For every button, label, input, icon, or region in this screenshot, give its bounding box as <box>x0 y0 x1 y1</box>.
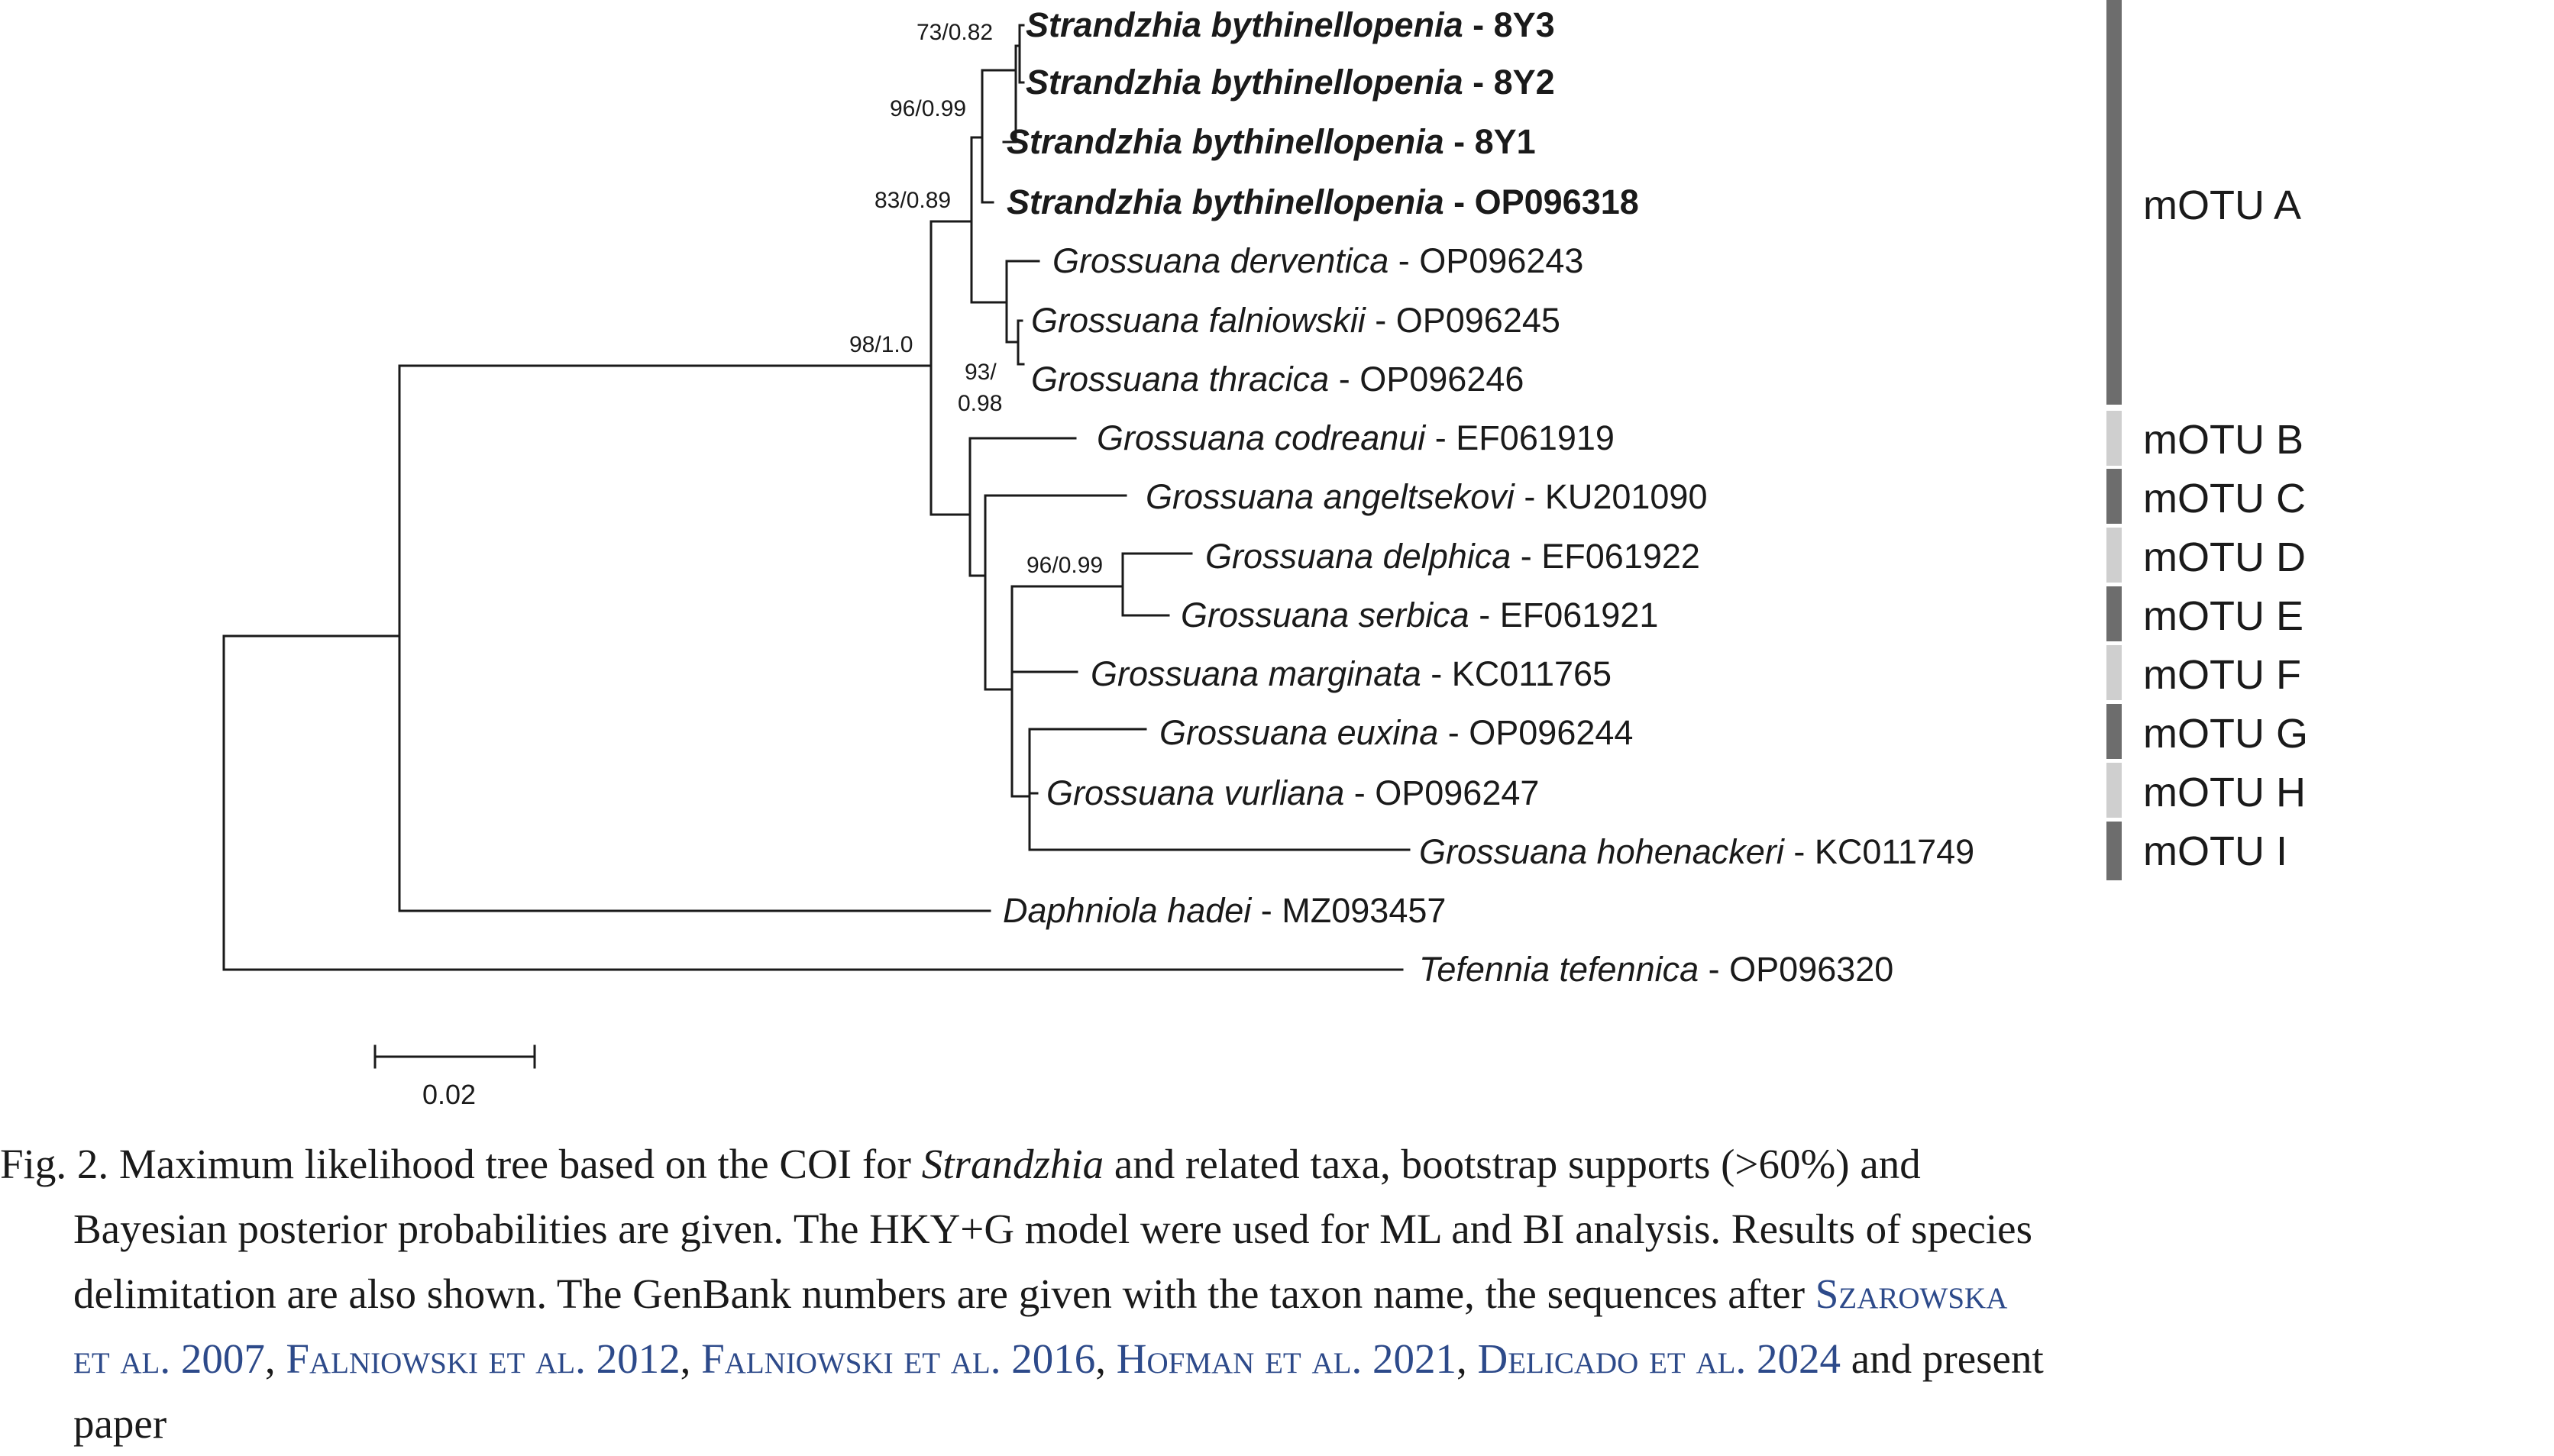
support-label: 83/0.89 <box>875 188 951 213</box>
tree-branches <box>222 24 1411 971</box>
motu-label: mOTU B <box>2143 417 2303 463</box>
caption-text: delimitation are also shown. The GenBank… <box>73 1270 1815 1317</box>
taxon-label: Grossuana derventica - OP096243 <box>1052 241 1583 280</box>
support-label: 93/ <box>965 360 997 385</box>
caption-text: and present <box>1840 1335 2044 1382</box>
motu-segment <box>2106 704 2122 759</box>
motu-labels: mOTU A mOTU B mOTU C mOTU D mOTU E mOTU … <box>2143 182 2308 874</box>
motu-segment <box>2106 528 2122 583</box>
node-supports: 73/0.82 96/0.99 83/0.89 98/1.0 93/ 0.98 … <box>849 20 1103 578</box>
caption-line: Fig. 2. Maximum likelihood tree based on… <box>0 1132 2554 1196</box>
motu-label: mOTU E <box>2143 593 2303 639</box>
motu-label: mOTU G <box>2143 711 2308 757</box>
support-label: 0.98 <box>958 391 1002 416</box>
reference-link-falniowski-2016[interactable]: Falniowski et al. 2016 <box>701 1335 1096 1382</box>
caption-genus: Strandzhia <box>921 1141 1104 1187</box>
caption-separator: , <box>1095 1335 1117 1382</box>
support-label: 98/1.0 <box>849 332 913 357</box>
motu-bar <box>2106 0 2122 880</box>
figure-caption: Fig. 2. Maximum likelihood tree based on… <box>0 1132 2554 1456</box>
reference-link-falniowski-2012[interactable]: Falniowski et al. 2012 <box>286 1335 681 1382</box>
support-label: 73/0.82 <box>917 20 993 45</box>
taxon-label: Grossuana falniowskii - OP096245 <box>1031 301 1560 340</box>
taxon-label: Grossuana delphica - EF061922 <box>1205 537 1700 576</box>
caption-text: and related taxa, bootstrap supports (>6… <box>1104 1141 1921 1187</box>
taxon-label: Grossuana hohenackeri - KC011749 <box>1419 832 1974 871</box>
reference-link-delicado-2024[interactable]: Delicado et al. 2024 <box>1477 1335 1841 1382</box>
taxon-label: Strandzhia bythinellopenia - 8Y1 <box>1007 122 1536 161</box>
motu-label: mOTU A <box>2143 182 2301 228</box>
taxon-label: Grossuana marginata - KC011765 <box>1091 654 1612 693</box>
motu-label: mOTU H <box>2143 770 2306 815</box>
caption-separator: , <box>680 1335 702 1382</box>
motu-segment <box>2106 586 2122 641</box>
taxon-label: Grossuana serbica - EF061921 <box>1181 596 1658 634</box>
scale-bar: 0.02 <box>373 1044 536 1110</box>
motu-segment <box>2106 411 2122 466</box>
taxon-label: Strandzhia bythinellopenia - 8Y2 <box>1026 63 1555 102</box>
caption-line: et al. 2007, Falniowski et al. 2012, Fal… <box>0 1326 2554 1391</box>
motu-segment <box>2106 763 2122 818</box>
motu-label: mOTU D <box>2143 534 2306 580</box>
support-label: 96/0.99 <box>1026 553 1103 578</box>
taxon-label: Grossuana vurliana - OP096247 <box>1046 773 1539 812</box>
taxon-label: Grossuana codreanui - EF061919 <box>1097 418 1615 457</box>
taxon-label: Tefennia tefennica - OP096320 <box>1419 950 1893 989</box>
taxon-label: Daphniola hadei - MZ093457 <box>1003 891 1446 930</box>
caption-text: Fig. 2. Maximum likelihood tree based on… <box>0 1141 922 1187</box>
motu-label: mOTU I <box>2143 828 2287 874</box>
caption-separator: , <box>1456 1335 1478 1382</box>
motu-label: mOTU F <box>2143 652 2301 698</box>
taxon-labels: Strandzhia bythinellopenia - 8Y3 Strandz… <box>1003 5 1974 989</box>
caption-separator: , <box>264 1335 286 1382</box>
taxon-label: Grossuana euxina - OP096244 <box>1159 713 1633 752</box>
taxon-label: Grossuana angeltsekovi - KU201090 <box>1146 477 1708 516</box>
scale-bar-label: 0.02 <box>422 1079 476 1110</box>
reference-link-hofman-2021[interactable]: Hofman et al. 2021 <box>1116 1335 1456 1382</box>
taxon-label: Strandzhia bythinellopenia - 8Y3 <box>1026 5 1555 44</box>
tree-svg: 73/0.82 96/0.99 83/0.89 98/1.0 93/ 0.98 … <box>222 0 2308 1110</box>
motu-segment <box>2106 822 2122 880</box>
taxon-label: Strandzhia bythinellopenia - OP096318 <box>1007 182 1639 221</box>
caption-line: delimitation are also shown. The GenBank… <box>0 1261 2554 1326</box>
reference-link-szarowska[interactable]: Szarowska <box>1815 1270 2008 1317</box>
motu-segment <box>2106 645 2122 700</box>
motu-segment <box>2106 0 2122 405</box>
motu-label: mOTU C <box>2143 476 2306 521</box>
caption-line: Bayesian posterior probabilities are giv… <box>73 1206 2032 1252</box>
motu-segment <box>2106 469 2122 524</box>
caption-line: paper <box>73 1400 167 1447</box>
support-label: 96/0.99 <box>890 96 966 121</box>
taxon-label: Grossuana thracica - OP096246 <box>1031 360 1524 399</box>
reference-link-szarowska-year[interactable]: et al. 2007 <box>73 1335 265 1382</box>
